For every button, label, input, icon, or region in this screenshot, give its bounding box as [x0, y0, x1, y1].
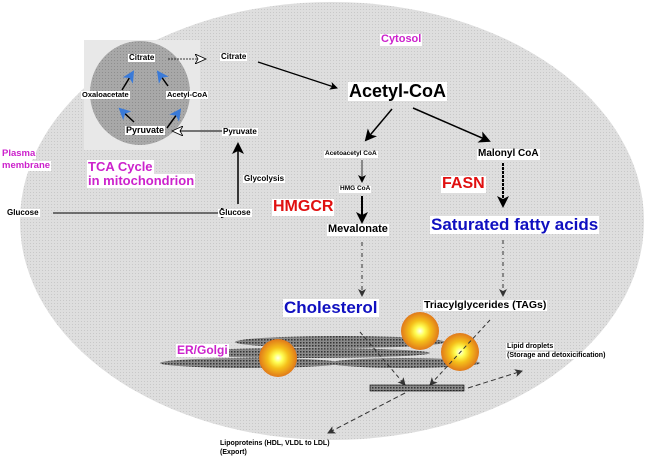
malonyl-coa-label: Malonyl CoA [477, 148, 540, 160]
mevalonate-label: Mevalonate [327, 223, 389, 236]
tca-cycle-label-line1: TCA Cycle [87, 159, 154, 174]
glycolysis-label: Glycolysis [243, 174, 286, 184]
citrate-cytosol-label: Citrate [220, 52, 248, 62]
lipid-droplet-1 [259, 339, 297, 377]
arrow-to-lipoproteins [327, 392, 406, 434]
hmgcr-enzyme-label: HMGCR [272, 198, 335, 216]
secretory-vesicle-bar [369, 384, 465, 392]
er-golgi-label: ER/Golgi [176, 343, 229, 357]
tca-arrow-pyruvate-oxaloacetate [118, 107, 135, 123]
lipid-droplet-2 [401, 312, 439, 350]
glucose-extracellular-label: Glucose [6, 208, 40, 218]
tca-arrow-oxaloacetate-citrate [121, 70, 135, 91]
cytosol-label: Cytosol [380, 33, 423, 46]
arrow-tags-vesicle [429, 319, 491, 386]
tags-label: Triacylglycerides (TAGs) [423, 299, 548, 312]
arrow-to-lipid-droplets [467, 369, 523, 389]
tca-pyruvate-label: Pyruvate [125, 125, 166, 136]
cholesterol-label: Cholesterol [283, 298, 379, 317]
acetyl-coa-label: Acetyl-CoA [348, 81, 448, 101]
arrow-acetylcoa-acetoacetylcoa [364, 108, 393, 142]
er-golgi-cisterna-3 [160, 358, 340, 368]
glucose-intracellular-label: Glucose [218, 208, 252, 218]
tca-arrow-acetylcoa-citrate [156, 70, 169, 87]
arrow-citrate-acetylcoa [257, 61, 338, 90]
tca-oxaloacetate-label: Oxaloacetate [81, 90, 130, 99]
lipid-droplets-label-line1: Lipid droplets [506, 343, 555, 351]
arrow-acetylcoa-malonylcoa [412, 107, 491, 143]
lipid-droplets-label-line2: (Storage and detoxicification) [506, 352, 607, 360]
tca-cycle-label-line2: in mitochondrion [87, 173, 196, 188]
acetoacetyl-coa-label: Acetoacetyl CoA [324, 150, 378, 158]
plasma-membrane-label-line1: Plasma [1, 148, 37, 159]
saturated-fatty-acids-label: Saturated fatty acids [430, 215, 600, 234]
tca-citrate-label: Citrate [128, 53, 156, 63]
hmg-coa-label: HMG CoA [339, 185, 372, 193]
fasn-enzyme-label: FASN [441, 175, 486, 193]
er-golgi-cisterna-2 [180, 348, 430, 358]
tca-arrow-pyruvate-acetylcoa [166, 108, 182, 129]
arrow-cholesterol-vesicle [359, 331, 406, 386]
mitochondrion [90, 41, 190, 145]
lipoproteins-label-line2: (Export) [219, 449, 248, 457]
lipoproteins-label-line1: Lipoproteins (HDL, VLDL to LDL) [219, 440, 331, 448]
er-golgi-cisterna-4 [330, 358, 480, 368]
tca-acetylcoa-label: Acetyl-CoA [166, 90, 209, 99]
pyruvate-cytosol-label: Pyruvate [222, 127, 258, 137]
plasma-membrane-label-line2: membrane [1, 160, 52, 171]
